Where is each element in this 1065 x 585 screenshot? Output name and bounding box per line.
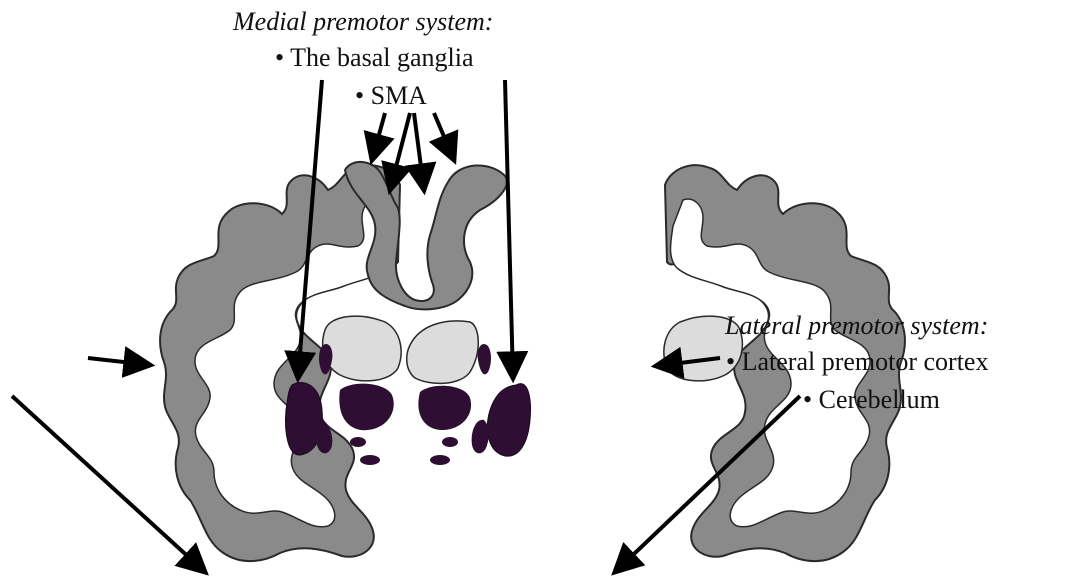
- right-small-nucleus-1: [442, 437, 458, 447]
- lateral-system-title: Lateral premotor system:: [725, 313, 988, 339]
- medial-item-sma: • SMA: [355, 83, 427, 109]
- arrow-sma-4: [434, 113, 454, 160]
- center-thalamus: [407, 321, 479, 383]
- left-small-nucleus-1: [350, 437, 366, 447]
- left-thalamus: [323, 316, 401, 381]
- arrow-sma-2: [390, 113, 410, 190]
- right-small-nucleus-2: [430, 455, 450, 465]
- center-nucleus-right: [418, 386, 471, 430]
- arrow-lateral-premotor-left: [88, 358, 150, 365]
- right-basal-ganglia: [487, 384, 530, 457]
- arrow-sma-3: [414, 113, 424, 190]
- right-basal-ganglia-inner: [472, 420, 489, 454]
- arrow-basal-ganglia-right: [505, 80, 513, 378]
- medial-item-basal-ganglia: • The basal ganglia: [275, 45, 474, 71]
- left-small-nucleus-2: [360, 455, 380, 465]
- lateral-item-cerebellum: • Cerebellum: [803, 387, 940, 413]
- center-nucleus-left: [339, 384, 393, 431]
- arrow-sma-1: [372, 113, 385, 160]
- medial-system-title: Medial premotor system:: [233, 9, 493, 35]
- right-claustrum: [478, 344, 491, 374]
- lateral-item-premotor-cortex: • Lateral premotor cortex: [726, 349, 988, 375]
